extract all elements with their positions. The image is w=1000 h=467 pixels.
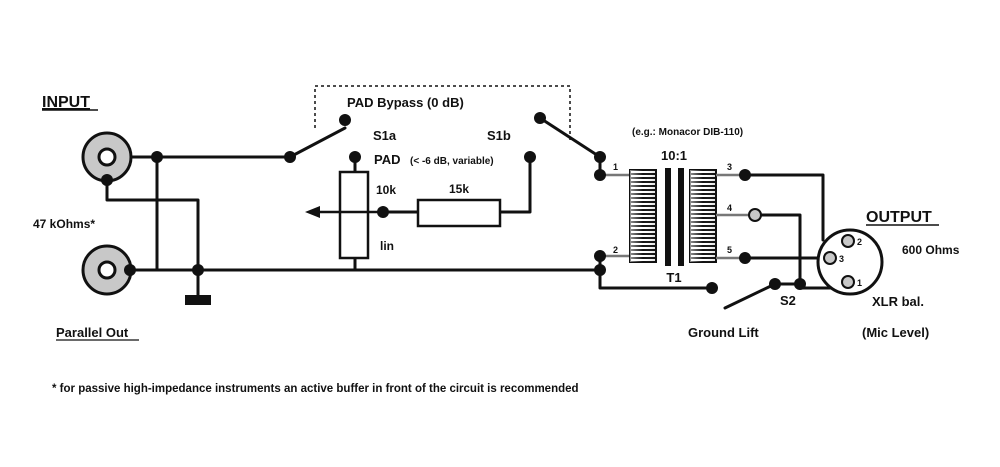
input-jack bbox=[81, 131, 133, 183]
transformer-name-label: T1 bbox=[666, 270, 681, 285]
xlr-pin-1-label: 1 bbox=[857, 278, 862, 288]
transformer-example-label: (e.g.: Monacor DIB-110) bbox=[632, 127, 743, 138]
pad-bypass-label: PAD Bypass (0 dB) bbox=[347, 95, 464, 110]
pin-3-label: 3 bbox=[727, 162, 732, 172]
transformer-ratio-label: 10:1 bbox=[661, 148, 687, 163]
resistor-value-label: 15k bbox=[449, 182, 469, 196]
xlr-label: XLR bal. bbox=[872, 294, 924, 309]
xlr-pin-2-label: 2 bbox=[857, 237, 862, 247]
pin-2-label: 2 bbox=[613, 245, 618, 255]
footnote: * for passive high-impedance instruments… bbox=[52, 383, 579, 395]
s1a-label: S1a bbox=[373, 128, 397, 143]
pot-taper-label: lin bbox=[380, 239, 394, 253]
xlr-pin-3-label: 3 bbox=[839, 254, 844, 264]
pin-4-label: 4 bbox=[727, 203, 732, 213]
input-impedance-label: 47 kOhms* bbox=[33, 217, 95, 231]
s2-label: S2 bbox=[780, 293, 796, 308]
pin-5-label: 5 bbox=[727, 245, 732, 255]
mic-level-label: (Mic Level) bbox=[862, 325, 929, 340]
input-label: INPUT bbox=[42, 94, 90, 111]
resistor bbox=[416, 198, 502, 228]
output-impedance-label: 600 Ohms bbox=[902, 243, 960, 257]
parallel-out-jack bbox=[81, 244, 133, 296]
s1b-label: S1b bbox=[487, 128, 511, 143]
pad-detail-label: (< -6 dB, variable) bbox=[410, 156, 494, 167]
pad-label: PAD bbox=[374, 152, 400, 167]
pot-value-label: 10k bbox=[376, 183, 396, 197]
pad-bypass-link bbox=[314, 85, 571, 140]
transformer bbox=[600, 168, 755, 266]
output-label: OUTPUT bbox=[866, 209, 932, 226]
parallel-out-label: Parallel Out bbox=[56, 325, 129, 340]
ground-symbol bbox=[185, 295, 211, 305]
potentiometer bbox=[305, 170, 383, 260]
pin-1-label: 1 bbox=[613, 162, 618, 172]
ground-lift-label: Ground Lift bbox=[688, 325, 759, 340]
junction-dots bbox=[101, 112, 806, 294]
xlr-connector bbox=[816, 228, 884, 296]
